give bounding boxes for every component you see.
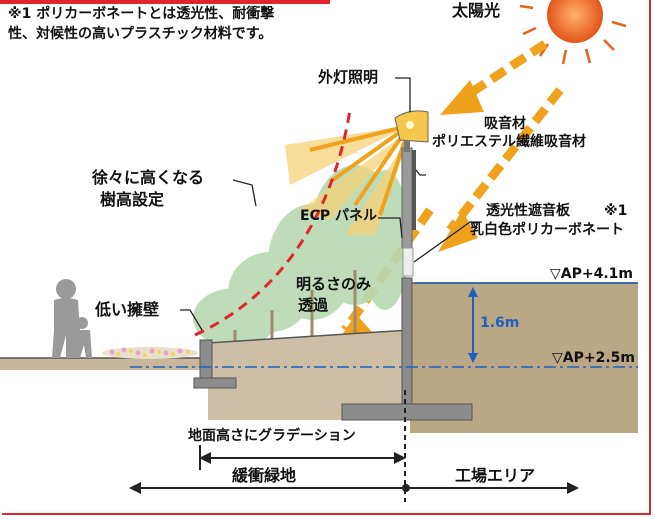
flower-bed [102, 347, 198, 359]
brightness-label-2: 透過 [298, 296, 329, 314]
absorber-title: 吸音材 [484, 116, 526, 132]
light-beams [285, 125, 410, 235]
buffer-green-label: 緩衝緑地 [232, 466, 297, 485]
low-wall-label: 低い擁壁 [95, 300, 160, 319]
leader-lines [180, 77, 482, 331]
street-light-icon [394, 110, 429, 152]
translucent-note: ※1 [604, 203, 628, 219]
tree-height-label-2: 樹高設定 [100, 190, 165, 209]
ground-gradation-label: 地面高さにグラデーション [188, 428, 356, 444]
level-top-label: ▽AP+4.1m [550, 266, 633, 282]
level-lines [130, 282, 638, 368]
level-bottom-label: ▽AP+2.5m [552, 350, 635, 366]
sunlight-label: 太陽光 [452, 1, 501, 20]
absorber-detail: ポリエステル繊維吸音材 [432, 134, 586, 150]
people-icon [52, 279, 92, 358]
light-arrows [309, 126, 407, 216]
tree-height-label-1: 徐々に高くなる [92, 168, 205, 187]
street-light-label: 外灯照明 [318, 68, 379, 86]
height-diff-label: 1.6m [480, 315, 520, 331]
foundation [193, 277, 473, 421]
noise-barrier [401, 147, 416, 277]
translucent-title: 透光性遮音板 [486, 203, 570, 219]
brightness-label-1: 明るさのみ [296, 275, 372, 293]
translucent-detail: 乳白色ポリカーボネート [470, 222, 624, 238]
tree-height-curve [194, 109, 352, 337]
footnote-top-bar [0, 0, 330, 4]
dimension-center-dot [402, 484, 410, 492]
factory-area-label: 工場エリア [455, 466, 536, 485]
ecp-panel-label: ECP パネル [300, 208, 377, 224]
footnote-line-2: 性、対候性の高いプラスチック材料です。 [8, 26, 273, 42]
footnote-line-1: ※1 ポリカーボネートとは透光性、耐衝撃 [8, 6, 275, 22]
dimension-arrows [129, 390, 579, 502]
